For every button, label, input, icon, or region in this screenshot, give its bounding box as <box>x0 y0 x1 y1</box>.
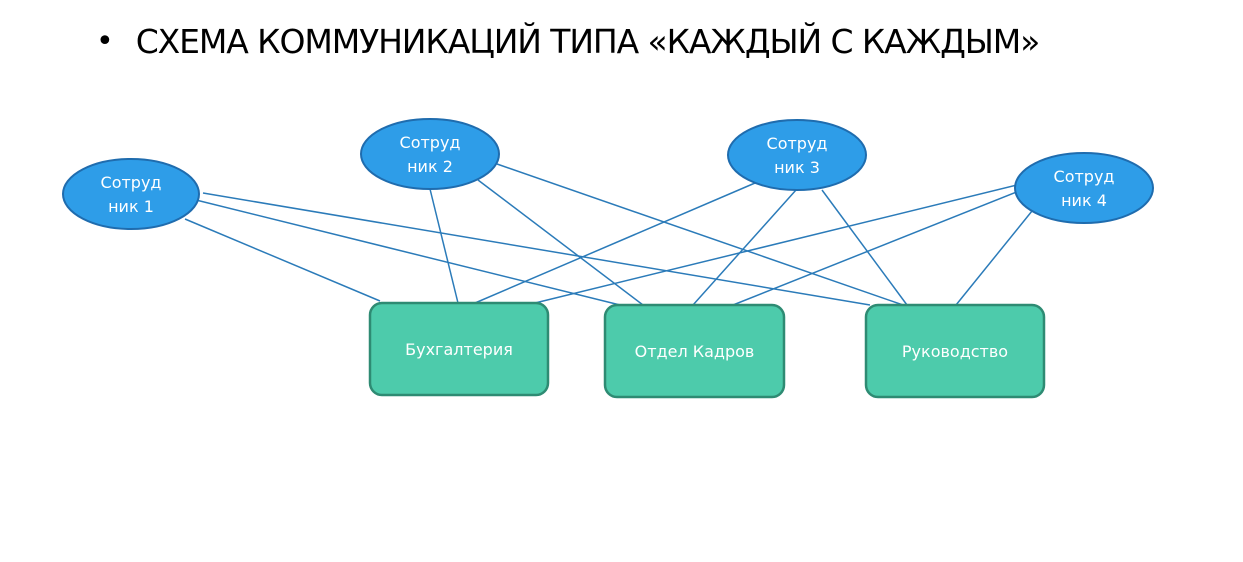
department-management-label: Руководство <box>902 342 1008 361</box>
employee-1-shape <box>62 158 200 230</box>
department-accounting-shape <box>368 301 550 397</box>
connection-emp3-acc <box>474 182 756 304</box>
connection-emp4-mgmt <box>955 210 1033 306</box>
title-bullet: • <box>96 23 114 59</box>
employee-1: Сотруд ник 1 <box>62 158 200 230</box>
connection-emp2-hr <box>477 179 644 306</box>
employee-2-label-line-2: ник 2 <box>407 157 453 176</box>
title-text: СХЕМА КОММУНИКАЦИЙ ТИПА «КАЖДЫЙ С КАЖДЫМ… <box>135 21 1041 61</box>
department-accounting-label: Бухгалтерия <box>405 340 513 359</box>
connection-emp2-mgmt <box>496 163 904 306</box>
employee-1-label-line-1: Сотруд <box>101 173 162 192</box>
connection-emp1-mgmt <box>202 192 871 306</box>
employee-3-label-line-1: Сотруд <box>767 134 828 153</box>
employee-2-label-line-1: Сотруд <box>400 133 461 152</box>
employee-3: Сотруд ник 3 <box>727 119 867 191</box>
connection-emp3-mgmt <box>821 189 908 306</box>
connection-lines <box>184 163 1033 306</box>
employee-4-shape <box>1014 152 1154 224</box>
slide-title: • СХЕМА КОММУНИКАЦИЙ ТИПА «КАЖДЫЙ С КАЖД… <box>96 16 1041 66</box>
connection-emp1-hr <box>195 199 621 306</box>
department-hr-label: Отдел Кадров <box>635 342 755 361</box>
department-management-shape <box>864 303 1046 399</box>
connection-emp4-hr <box>732 190 1020 306</box>
connection-emp4-acc <box>534 184 1018 304</box>
department-accounting: Бухгалтерия <box>368 301 550 397</box>
employee-4-label-line-1: Сотруд <box>1054 167 1115 186</box>
employee-3-label-line-2: ник 3 <box>774 158 820 177</box>
employee-4: Сотруд ник 4 <box>1014 152 1154 224</box>
employee-3-shape <box>727 119 867 191</box>
connection-emp3-hr <box>692 189 797 306</box>
diagram-nodes: Сотруд ник 1 Сотруд ник 2 Сотруд ник 3 Сотруд н… <box>62 118 1154 399</box>
connection-emp2-acc <box>429 188 459 304</box>
department-hr: Отдел Кадров <box>603 303 786 399</box>
employee-2-shape <box>360 118 500 190</box>
connection-emp1-acc <box>184 218 381 302</box>
employee-4-label-line-2: ник 4 <box>1061 191 1107 210</box>
employee-2: Сотруд ник 2 <box>360 118 500 190</box>
employee-1-label-line-2: ник 1 <box>108 197 154 216</box>
department-hr-shape <box>603 303 786 399</box>
department-management: Руководство <box>864 303 1046 399</box>
